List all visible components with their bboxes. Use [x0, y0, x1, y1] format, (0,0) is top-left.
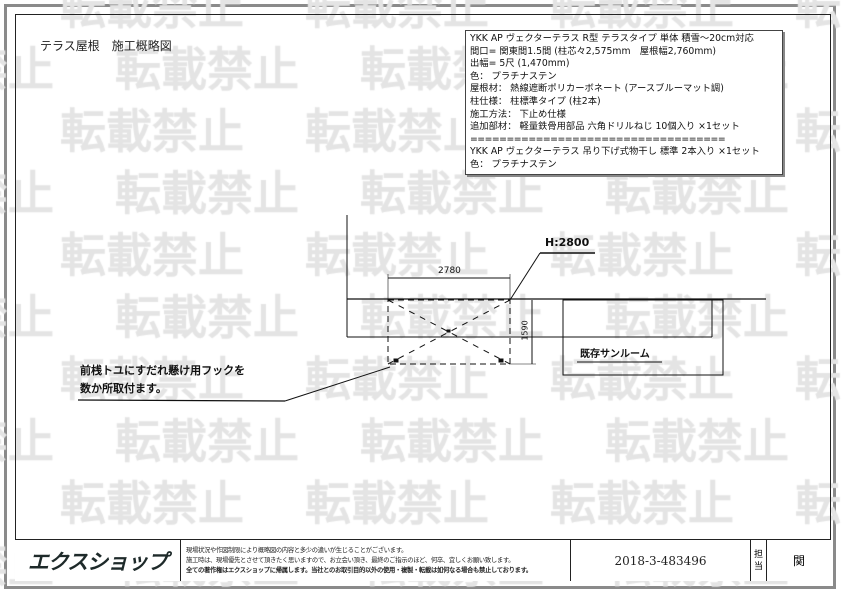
- label-char: 当: [753, 561, 763, 572]
- title-block: エクスショップ 現場状況や作図制限により概略図の内容と多少の違いが生じることがご…: [15, 539, 831, 581]
- width-dimension: 2780: [438, 266, 461, 276]
- depth-dimension: 1590: [520, 320, 530, 341]
- height-leader: [509, 252, 541, 301]
- label-char: 担: [753, 549, 763, 560]
- note-line-1: 前桟トユにすだれ懸け用フックを: [80, 364, 246, 377]
- disclaimer-line: 全ての著作権はエクスショップに帰属します。当社とのお取引目的以外の使用・複製・転…: [186, 566, 532, 574]
- disclaimer-line: 施工時は、現場優先とさせて頂きたく思いますので、お立会い頂き、最終のご指示のほど…: [186, 556, 515, 564]
- note-line-2: 数か所取付ます。: [80, 382, 167, 395]
- height-label: H:2800: [545, 236, 590, 249]
- document-number: 2018-3-483496: [571, 540, 751, 581]
- company-logo: エクスショップ: [15, 540, 181, 581]
- person-in-charge-name: 関: [792, 554, 805, 568]
- person-in-charge-label: 担 当: [751, 540, 767, 581]
- note-leader: [77, 399, 286, 402]
- disclaimer: 現場状況や作図制限により概略図の内容と多少の違いが生じることがございます。 施工…: [181, 540, 571, 581]
- note-leader-arrow: [284, 366, 391, 402]
- disclaimer-line: 現場状況や作図制限により概略図の内容と多少の違いが生じることがございます。: [186, 546, 408, 554]
- sunroom-label: 既存サンルーム: [580, 349, 650, 360]
